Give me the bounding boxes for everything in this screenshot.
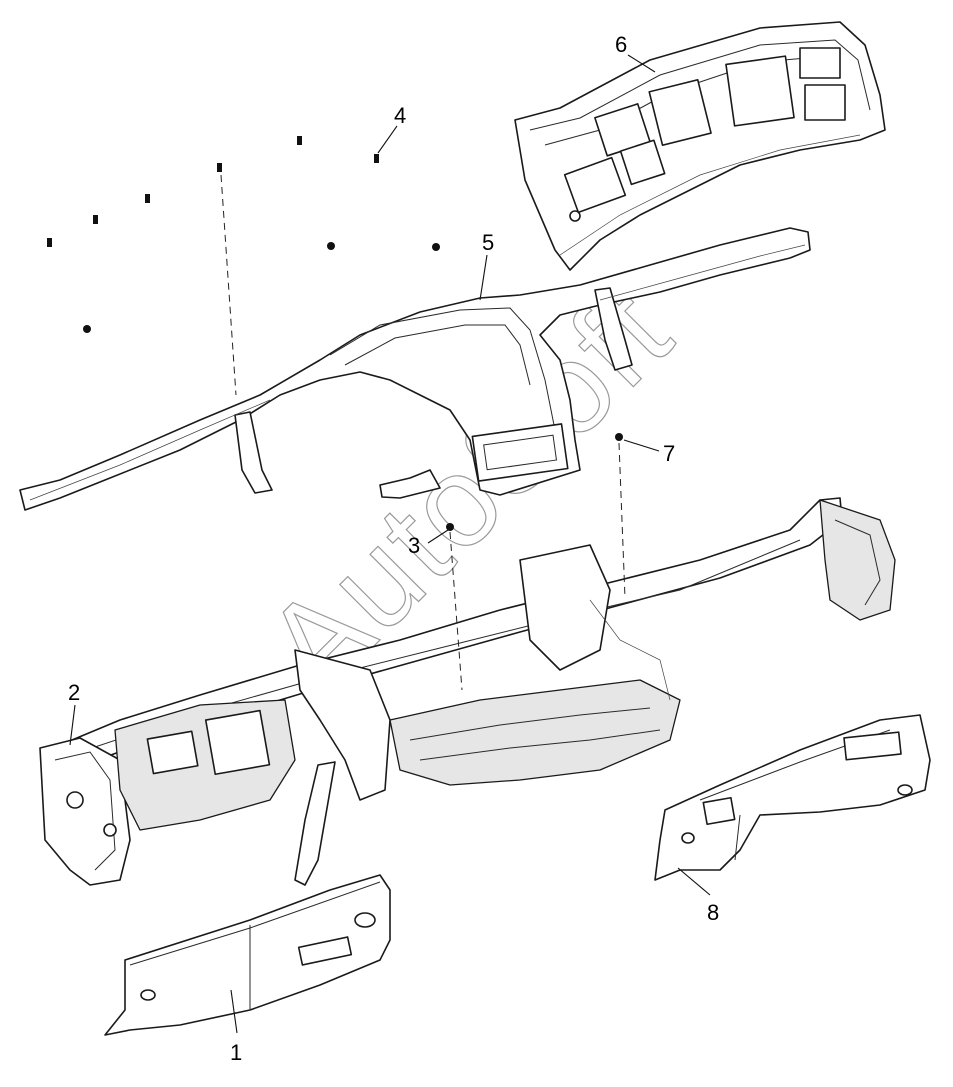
part-8-knee-bolster (654, 714, 931, 881)
fastener (374, 154, 379, 163)
part-1-lower-panel (104, 874, 391, 1036)
fastener (432, 243, 440, 251)
leader-line-3 (427, 529, 449, 544)
part-6-upper-bezel (514, 21, 886, 271)
leader-line-2 (69, 704, 76, 746)
callout-5: 5 (482, 230, 494, 255)
callout-4: 4 (394, 103, 406, 128)
part-5-retainer (19, 227, 811, 511)
fastener (145, 194, 150, 203)
part-3-fastener (446, 523, 454, 531)
alignment-line (449, 531, 463, 691)
callout-3: 3 (408, 533, 420, 558)
alignment-line (618, 442, 626, 599)
leader-line-8 (677, 867, 711, 896)
leader-line-1 (230, 989, 238, 1034)
leader-line-7 (623, 439, 660, 452)
fastener (217, 163, 222, 172)
fastener (93, 215, 98, 224)
leader-line-6 (627, 54, 656, 73)
fastener (47, 238, 52, 247)
fastener (297, 136, 302, 145)
alignment-line (220, 174, 237, 396)
callout-2: 2 (68, 680, 80, 705)
leader-line-5 (479, 254, 488, 301)
callout-1: 1 (230, 1040, 242, 1065)
leader-line-4 (377, 125, 398, 154)
callout-6: 6 (615, 32, 627, 57)
callout-8: 8 (707, 900, 719, 925)
part-7-fastener (615, 433, 623, 441)
fastener (327, 242, 335, 250)
part-4-fasteners (47, 136, 440, 333)
part-2-cross-car-beam (39, 497, 896, 886)
fastener (83, 325, 91, 333)
callout-7: 7 (663, 441, 675, 466)
